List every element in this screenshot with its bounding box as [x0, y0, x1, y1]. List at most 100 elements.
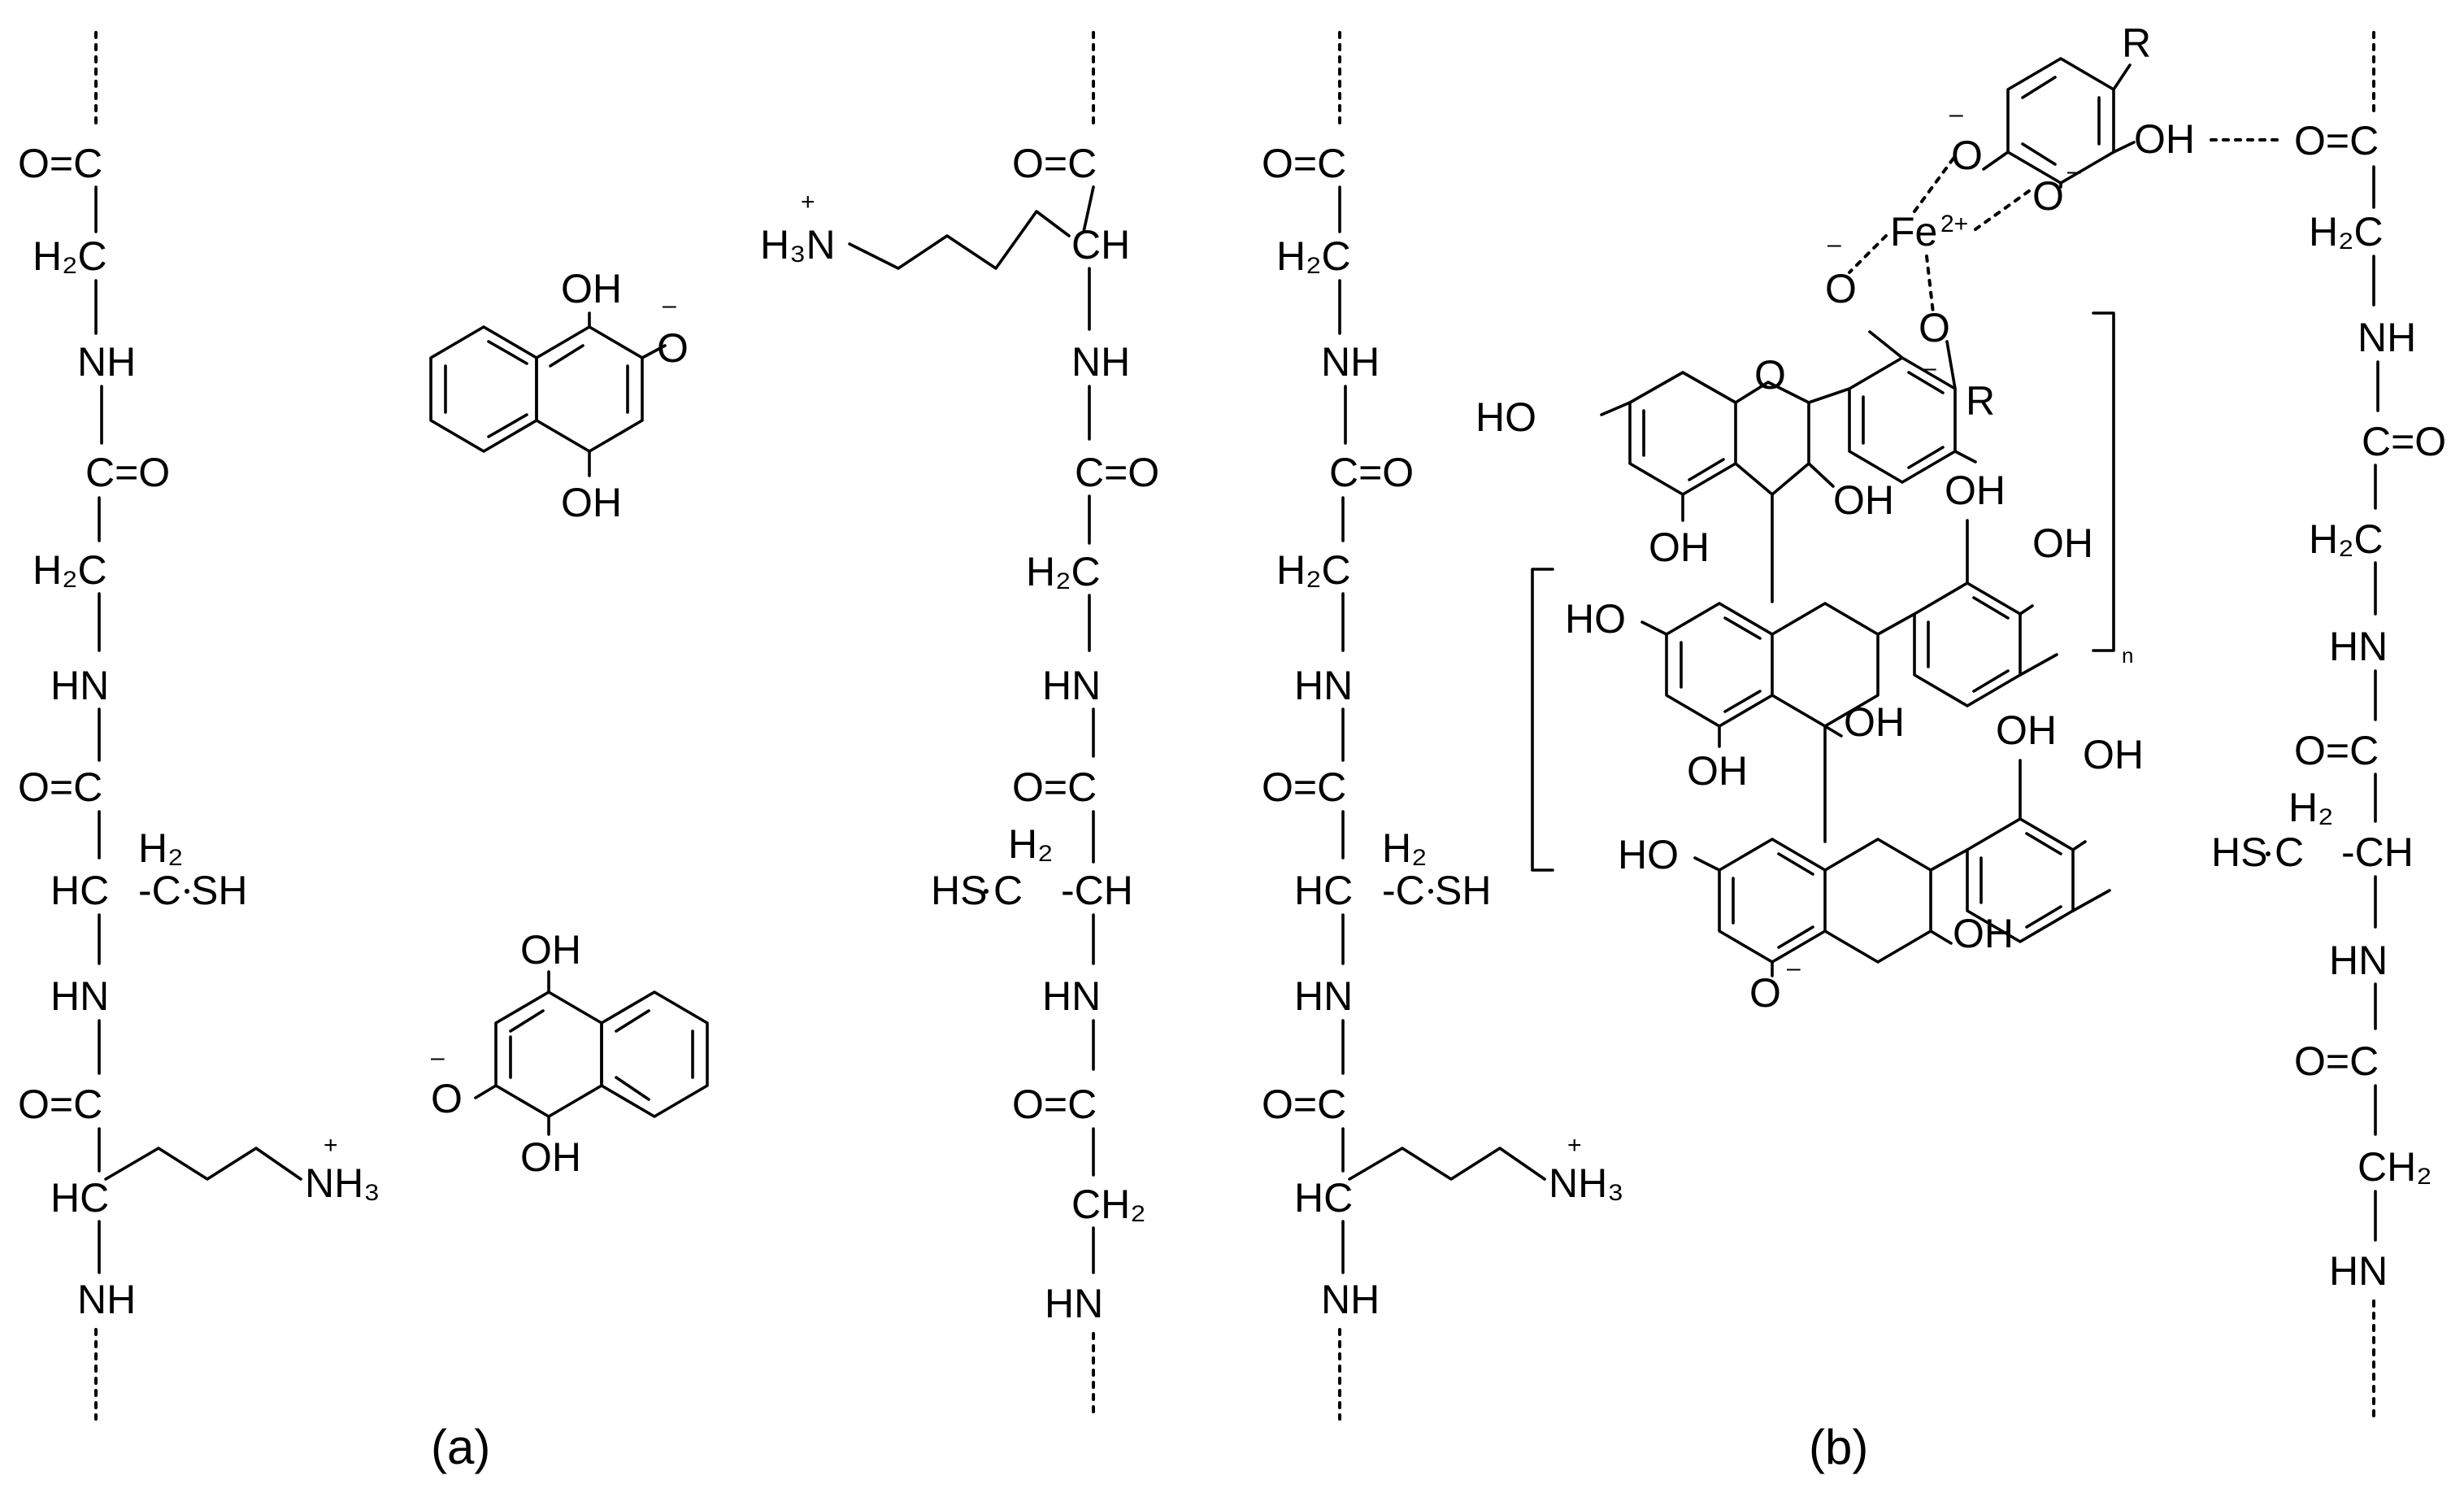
minus-charge: – [2067, 158, 2081, 185]
panel-a: O=C H₂C NH C=O H₂C HN O=C HC -C H₂ SH HN… [18, 31, 1159, 1474]
oxide-label: O [657, 325, 689, 371]
methylene-label: H₂C [2309, 516, 2384, 562]
bond [2019, 653, 2058, 677]
hydroxyl-label: OH [1649, 525, 1710, 570]
hydroxyl-label: OH [1687, 748, 1748, 794]
bond [1693, 856, 1721, 872]
bond [1982, 150, 2010, 171]
hydroxyl-label: OH [561, 266, 622, 311]
methine-right-label: -CH [2341, 829, 2414, 875]
minus-charge: – [1923, 355, 1936, 381]
c-ring-middle [1771, 602, 1880, 728]
ch2-small-label: H₂ [2288, 785, 2334, 830]
methine-label: HC [50, 868, 109, 913]
panel-b: O=C H₂C NH C=O H₂C HN O=C HC -C H₂ SH HN… [1262, 20, 2446, 1474]
a-ring-top [1628, 371, 1737, 496]
ammonium-label: NH₃ [305, 1160, 380, 1206]
bond [1807, 387, 1851, 404]
hydroxyl-label: OH [2032, 520, 2093, 566]
hydroxyl-label: OH [561, 480, 622, 525]
ch2-small-label: H₂ [138, 825, 184, 871]
amide-nh-label: NH [1071, 339, 1130, 385]
carbonyl-label: O=C [18, 141, 102, 186]
double-bond [2021, 142, 2057, 166]
amide-nh-label: NH [2358, 315, 2416, 360]
plus-charge: + [324, 1132, 338, 1159]
double-bond [487, 340, 528, 365]
carbonyl-label: O=C [1262, 141, 1346, 186]
carbonyl-label: O=C [1012, 1082, 1097, 1127]
methylene-right-label: CH₂ [1071, 1182, 1146, 1227]
amide-hn-label: HN [2329, 1248, 2388, 1294]
ring-oxygen-label: O [1754, 352, 1786, 398]
double-bond [509, 1009, 545, 1033]
methylene-label: H₂C [2309, 209, 2384, 255]
thiol-label: SH [191, 868, 247, 913]
lysine-sidechain [104, 1147, 302, 1181]
amide-hn-label: HN [1042, 663, 1101, 708]
caption-b: (b) [1809, 1420, 1868, 1474]
amide-nh-label: NH [77, 339, 136, 385]
coordination-bond [1925, 255, 1935, 315]
amide-nh-label: NH [1321, 1277, 1380, 1322]
bond [2019, 604, 2034, 616]
lysine-sidechain [1348, 1147, 1546, 1181]
oxide-label: O [2032, 173, 2064, 219]
amide-hn-label: HN [50, 663, 109, 708]
oxide-label: O [1749, 970, 1781, 1016]
amide-hn-label: HN [1294, 973, 1353, 1019]
oxide-label: O [1951, 133, 1983, 178]
b-ring-middle [1913, 581, 2022, 707]
double-bond [1777, 852, 1814, 876]
bond [1945, 340, 1957, 390]
minus-charge: – [1787, 955, 1801, 982]
carbonyl-label: O=C [18, 764, 102, 810]
bond [1640, 620, 1668, 636]
carbon-label: C [2275, 829, 2304, 875]
bond [2112, 63, 2132, 91]
carbonyl-label: O=C [2294, 118, 2379, 163]
bond [1600, 401, 1632, 416]
amide-hn-label: HN [1042, 973, 1101, 1019]
bond [2071, 889, 2111, 912]
bond [474, 1084, 498, 1099]
bond [1929, 848, 1969, 872]
iron-charge: 2+ [1940, 211, 1968, 237]
hydroxyl-label: OH [520, 927, 581, 973]
double-bond [1723, 616, 1762, 640]
minus-charge: – [1827, 231, 1841, 258]
bond-dot [185, 889, 189, 894]
bond [1823, 725, 1843, 738]
bond [1868, 330, 1904, 359]
benzene-ring [600, 990, 709, 1118]
bond [641, 344, 667, 359]
c-ring-bottom [1823, 838, 1932, 964]
double-bond [1777, 925, 1814, 949]
protein-chain-a1: O=C H₂C NH C=O H₂C HN O=C HC -C H₂ SH HN… [18, 31, 380, 1421]
oxide-label: O [431, 1076, 463, 1121]
minus-charge: – [431, 1044, 445, 1071]
ammonium-left-label: H₃N [760, 222, 836, 268]
carbonyl-label: O=C [1012, 764, 1097, 810]
iron-label: Fe [1890, 209, 1937, 255]
carbon-label: -C [138, 868, 181, 913]
thiol-left-label: HS [931, 868, 987, 913]
hydroxyl-left-label: HO [1475, 394, 1536, 440]
double-bond [2025, 905, 2062, 929]
double-bond [2025, 832, 2062, 855]
minus-charge: – [1949, 101, 1963, 128]
bond-dot [984, 889, 989, 894]
double-bond [1688, 458, 1725, 481]
double-bond [1907, 371, 1945, 394]
carbonyl-label: O=C [1262, 1082, 1346, 1127]
carbonyl-right-label: C=O [2362, 419, 2446, 464]
lawsone-bottom: OH O – OH [431, 927, 709, 1180]
b-ring-top [1848, 356, 1957, 484]
coordination-bond [1848, 234, 1888, 274]
methylene-label: H₂C [1276, 547, 1351, 593]
amide-hn-label: HN [2329, 624, 2388, 669]
carbonyl-label: O=C [2294, 1038, 2379, 1084]
double-bond [1972, 596, 2010, 620]
carbonyl-right-label: C=O [85, 450, 170, 495]
